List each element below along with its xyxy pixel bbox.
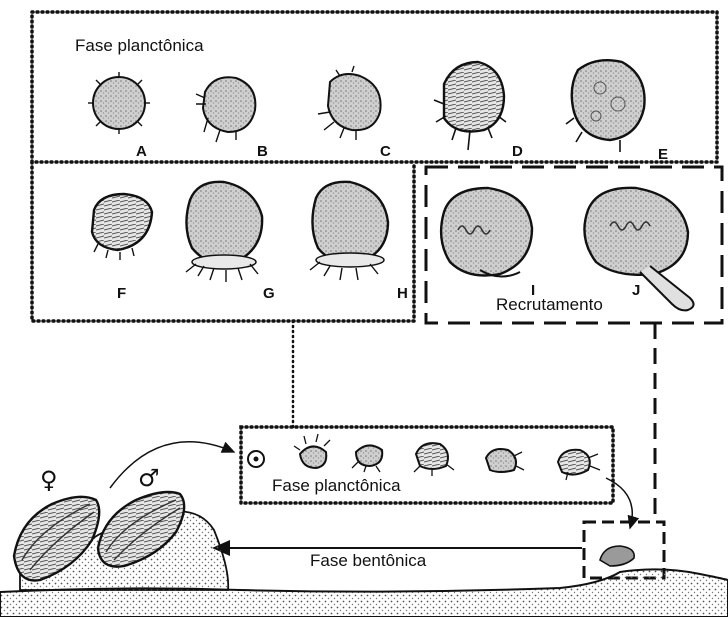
larva-e: [566, 60, 645, 152]
stage-label-e: E: [658, 146, 668, 163]
benthic-phase-title: Fase bentônica: [310, 551, 426, 571]
spawning-arrow: [110, 442, 234, 488]
spat-icon: [600, 546, 634, 566]
planktonic-phase-title-top: Fase planctônica: [75, 36, 204, 56]
larva-d: [434, 62, 506, 150]
larva-a: [88, 72, 150, 134]
larva-b: [196, 77, 255, 142]
larva-f: [92, 194, 152, 260]
stage-label-f: F: [117, 285, 126, 302]
stage-label-j: J: [632, 282, 640, 299]
stage-label-h: H: [397, 285, 408, 302]
recruitment-title: Recrutamento: [494, 295, 605, 315]
larva-c: [318, 66, 381, 140]
stage-label-b: B: [257, 143, 268, 160]
planktonic-phase-title-bottom: Fase planctônica: [272, 476, 401, 496]
stage-label-a: A: [136, 143, 147, 160]
stage-label-c: C: [380, 143, 391, 160]
stage-label-g: G: [263, 285, 275, 302]
mini-larva-1: [248, 451, 264, 467]
mini-larva-5: [486, 449, 524, 472]
mini-larva-2: [294, 434, 330, 468]
larva-g: [186, 182, 262, 282]
female-symbol-icon: ♀: [40, 466, 58, 494]
mini-larva-4: [414, 443, 454, 476]
mini-larva-6: [558, 450, 600, 480]
stage-label-d: D: [512, 143, 523, 160]
larva-i: [441, 188, 532, 277]
mini-larva-3: [352, 445, 382, 472]
larva-h: [310, 182, 388, 280]
male-symbol-icon: ♂: [138, 464, 160, 492]
